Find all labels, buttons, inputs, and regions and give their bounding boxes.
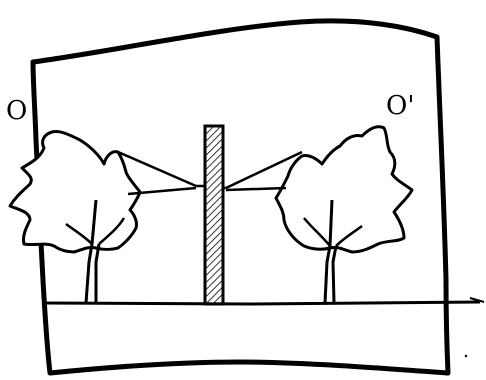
observer-label-left: O [6, 96, 28, 126]
ground-line-tick [469, 297, 485, 303]
right-tree-trunk [323, 199, 338, 304]
observer-label-right: O' [386, 91, 415, 121]
right-tree-branch [303, 217, 363, 247]
right-tree-crown [274, 125, 414, 254]
right-tree [274, 125, 414, 304]
ground-line [41, 300, 481, 306]
left-tree-trunk [84, 199, 101, 304]
corner-dot [464, 354, 468, 358]
left-tree [8, 130, 142, 304]
sketch-frame [30, 18, 451, 376]
mirror-post [203, 124, 225, 306]
left-tree-crown [8, 130, 142, 254]
left-tree-branch [65, 217, 126, 245]
